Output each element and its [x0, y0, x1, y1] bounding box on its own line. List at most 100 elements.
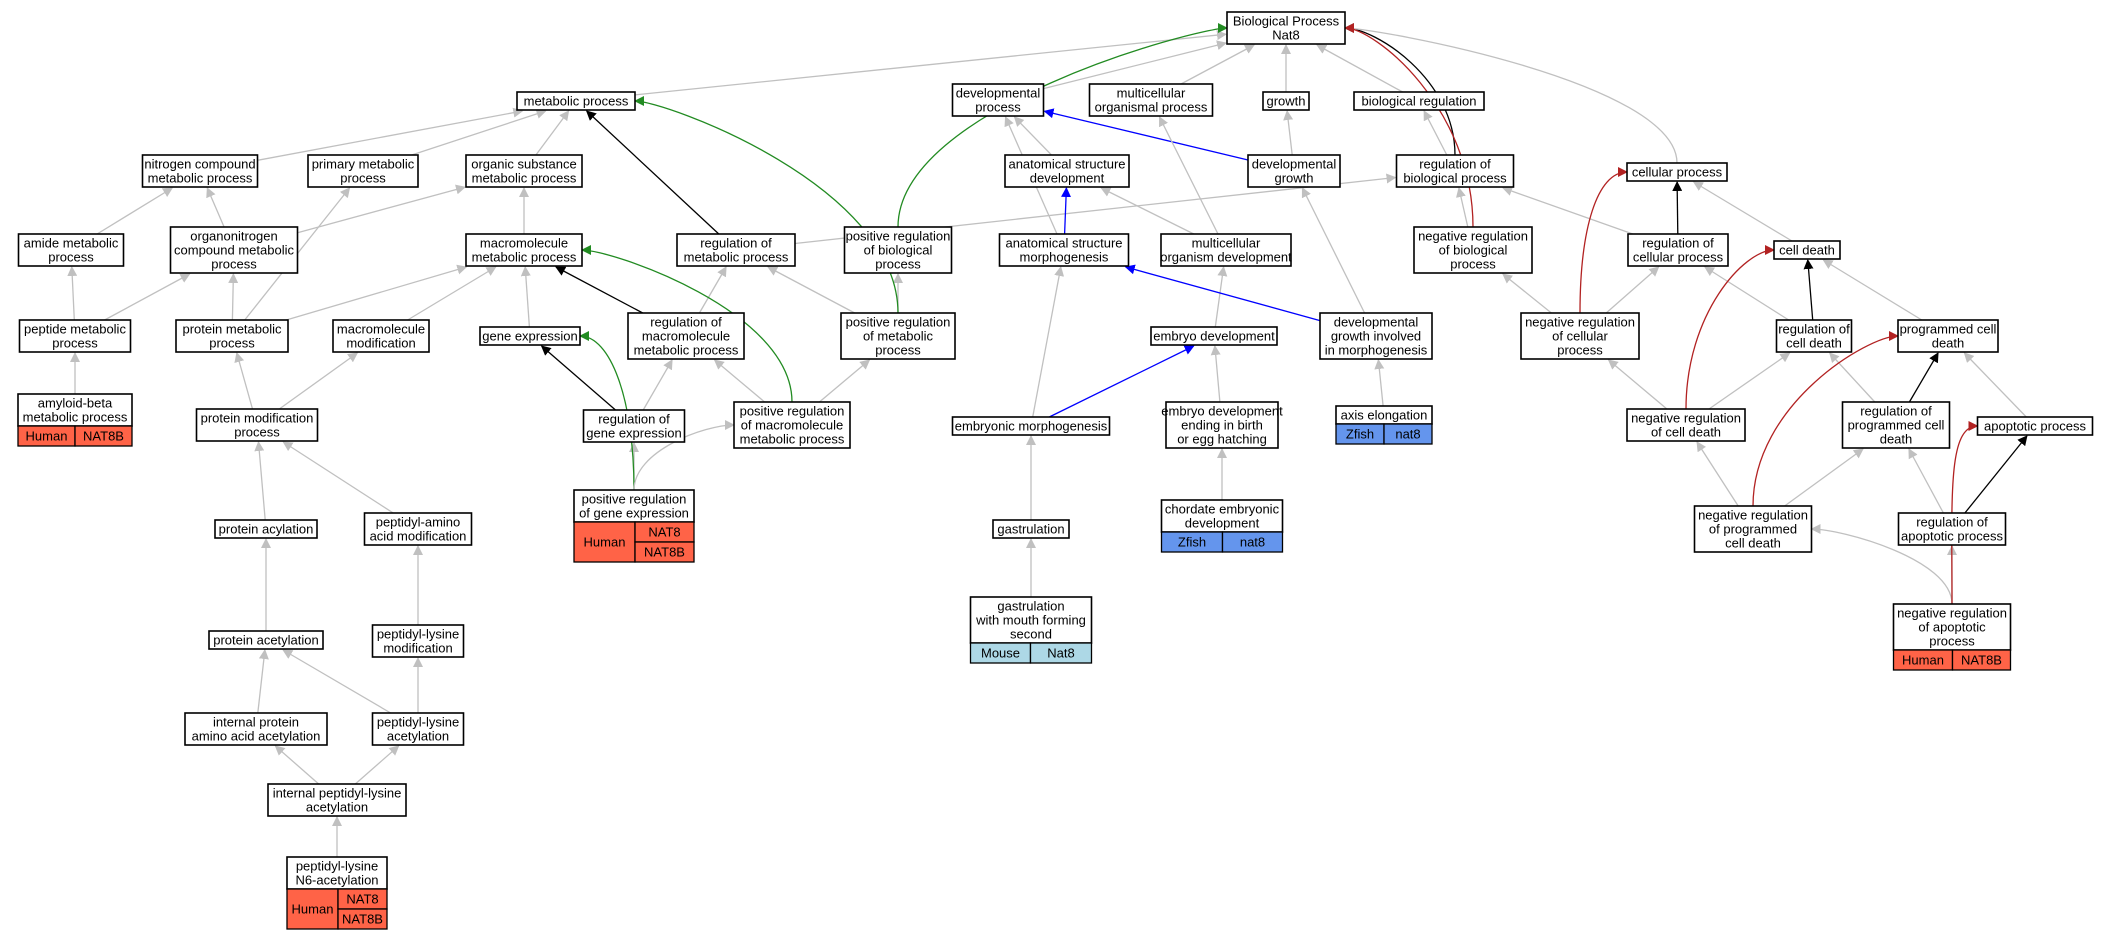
edge-posreggene-to-geneexp	[579, 331, 635, 491]
node-axis[interactable]: axis elongation	[1335, 405, 1433, 425]
node-protacet[interactable]: protein acetylation	[208, 630, 324, 650]
species-label: Zfish	[1178, 535, 1206, 550]
node-box	[1626, 408, 1746, 442]
edge-apoptotic-to-pcd	[1963, 352, 2027, 418]
node-label-line: multicellular	[1192, 236, 1261, 251]
node-box	[371, 712, 465, 746]
node-label-line: regulation of	[1860, 404, 1932, 419]
node-geneexp[interactable]: gene expression	[479, 326, 581, 346]
edge-asd-to-devproc	[1013, 116, 1052, 156]
gene-label: NAT8B	[83, 429, 124, 444]
edge-negregapop-to-negregpcd	[1810, 524, 1953, 605]
node-box	[286, 856, 388, 890]
node-box	[465, 233, 583, 267]
node-label-line: regulation of	[1642, 236, 1714, 251]
edge-devproc-to-bp	[1043, 40, 1227, 90]
edge-embryodev-to-multidev	[1214, 266, 1228, 328]
node-apoptotic[interactable]: apoptotic process	[1976, 416, 2094, 436]
node-metabolic[interactable]: metabolic process	[516, 91, 636, 111]
node-box	[1892, 603, 2012, 651]
node-box	[1693, 505, 1813, 553]
node-embmorph[interactable]: embryonic morphogenesis	[951, 416, 1111, 436]
node-box	[1226, 11, 1346, 45]
node-label-line: protein acetylation	[213, 633, 319, 648]
edge-macromod-to-macromol	[407, 266, 497, 321]
node-label-line: process	[875, 257, 921, 272]
node-label-line: metabolic process	[472, 171, 577, 186]
node-bioreg[interactable]: biological regulation	[1353, 91, 1485, 111]
edge-negregcell-to-negregbio	[1502, 273, 1552, 314]
gene-label: NAT8B	[1961, 653, 2002, 668]
node-label-line: amyloid-beta	[38, 396, 113, 411]
node-growth[interactable]: growth	[1262, 91, 1310, 111]
node-label-line: programmed cell	[1848, 418, 1945, 433]
edge-devgrowth-to-devproc	[1043, 108, 1249, 161]
edge-posregmet-to-regmet	[767, 266, 856, 314]
edge-posregbio-to-bp	[897, 23, 1228, 228]
node-box	[1775, 319, 1853, 353]
node-cellproc[interactable]: cellular process	[1626, 162, 1728, 182]
node-box	[1004, 154, 1130, 188]
edge-negregapop-to-apoptotic	[1951, 421, 1979, 605]
node-box	[840, 312, 956, 360]
node-gastrulation[interactable]: gastrulation	[992, 519, 1070, 539]
node-box	[17, 393, 133, 427]
node-protacyl[interactable]: protein acylation	[214, 519, 318, 539]
gene-cell	[1383, 423, 1433, 445]
node-label-line: negative regulation	[1525, 315, 1635, 330]
node-embryodev[interactable]: embryo development	[1150, 326, 1278, 346]
edge-protmet-to-organonitrogen	[228, 273, 239, 321]
edge-devgrowthmorph-to-asm	[1124, 264, 1321, 322]
node-celldeath[interactable]: cell death	[1773, 240, 1841, 260]
node-box	[1627, 233, 1729, 267]
